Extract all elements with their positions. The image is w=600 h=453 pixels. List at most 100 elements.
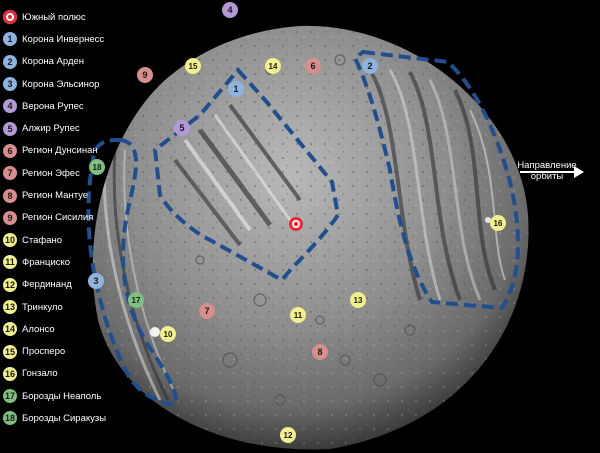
map-marker: 8 [312,344,328,360]
map-marker: 1 [228,81,244,97]
legend-label: Просперо [22,346,66,358]
legend-item: 15 Просперо [3,340,106,362]
map-marker-number: 16 [494,219,503,228]
legend-label: Стафано [22,234,63,246]
map-marker-number: 9 [142,70,147,80]
legend-label: Тринкуло [22,301,63,313]
legend-item: 12 Фердинанд [3,274,106,296]
legend-marker: 14 [3,322,17,337]
legend-item: 10 Стафано [3,229,106,251]
legend-label: Франциско [22,256,71,268]
legend-item: 16 Гонзало [3,363,106,385]
legend-label: Верона Рупес [22,100,84,112]
legend-marker: 2 [3,54,17,69]
legend-marker: 18 [3,411,17,426]
legend-marker: 7 [3,166,17,181]
map-marker: 16 [490,215,506,231]
map-marker: 4 [222,2,238,18]
bright-spot [150,327,160,337]
legend-label: Регион Мантуе [22,190,89,202]
legend-marker: 15 [3,344,17,359]
map-marker-number: 8 [317,347,322,357]
map-marker: 17 [128,292,144,308]
map-marker: 2 [362,58,378,74]
legend-marker: 5 [3,121,17,136]
legend-marker: 1 [3,32,17,47]
legend-label: Алонсо [22,323,55,335]
legend-item: 11 Франциско [3,251,106,273]
legend-item: 1 Корона Инвернесс [3,28,106,50]
map-marker: 5 [174,120,190,136]
map-marker-number: 4 [227,5,232,15]
map-marker: 14 [265,58,281,74]
orbit-direction-label: Направление орбиты [517,160,577,182]
map-marker-number: 11 [294,311,303,320]
orbit-direction-arrow [520,166,584,178]
legend-item: 4 Верона Рупес [3,95,106,117]
map-marker: 7 [199,303,215,319]
legend-label: Алжир Рупес [22,123,80,135]
legend-label: Корона Арден [22,56,85,68]
legend: Южный полюс 1 Корона Инвернесс 2 Корона Арде… [3,6,106,430]
map-marker-number: 15 [189,62,198,71]
south-pole-icon [3,10,17,25]
inverness-corona-texture [173,103,302,247]
map-marker: 12 [280,427,296,443]
south-pole-marker [289,217,303,231]
legend-label: Южный полюс [22,11,86,23]
bright-spot [485,217,491,223]
map-marker-number: 12 [284,431,293,440]
legend-marker: 12 [3,277,17,292]
legend-label: Борозды Сиракузы [22,412,107,424]
map-marker-number: 2 [367,61,372,71]
legend-label: Гонзало [22,368,58,380]
map-marker: 6 [305,58,321,74]
legend-marker: 8 [3,188,17,203]
legend-marker: 13 [3,300,17,314]
map-marker: 11 [290,307,306,323]
map-marker-number: 14 [269,62,278,71]
legend-item: Южный полюс [3,6,106,28]
map-marker-number: 1 [233,84,238,94]
legend-item: 5 Алжир Рупес [3,117,106,139]
map-marker-number: 10 [164,330,173,339]
legend-marker: 9 [3,210,17,225]
elsinore-corona-outline [86,137,178,408]
legend-marker: 11 [3,255,17,270]
legend-item: 8 Регион Мантуе [3,184,106,206]
map-marker-number: 5 [179,123,184,133]
legend-label: Корона Инвернесс [22,33,105,45]
map-marker: 13 [350,292,366,308]
legend-marker: 4 [3,99,17,114]
legend-item: 14 Алонсо [3,318,106,340]
map-marker-number: 3 [93,276,98,286]
map-marker-number: 18 [93,163,102,172]
map-marker: 3 [88,273,104,289]
legend-item: 2 Корона Арден [3,51,106,73]
legend-item: 13 Тринкуло [3,296,106,318]
legend-marker: 6 [3,143,17,158]
map-marker-number: 17 [132,296,141,305]
arden-corona-texture [368,68,506,301]
map-marker: 9 [137,67,153,83]
legend-marker: 17 [3,389,17,404]
map-marker: 15 [185,58,201,74]
legend-marker: 3 [3,77,17,92]
map-marker: 18 [89,159,105,175]
legend-label: Корона Эльсинор [22,78,100,90]
bright-spot [211,36,219,44]
arden-corona-outline [352,49,520,311]
legend-marker: 10 [3,233,17,248]
legend-item: 3 Корона Эльсинор [3,73,106,95]
map-marker: 10 [160,326,176,342]
legend-label: Фердинанд [22,279,72,291]
legend-marker: 16 [3,366,17,381]
inverness-corona-outline [152,66,341,283]
